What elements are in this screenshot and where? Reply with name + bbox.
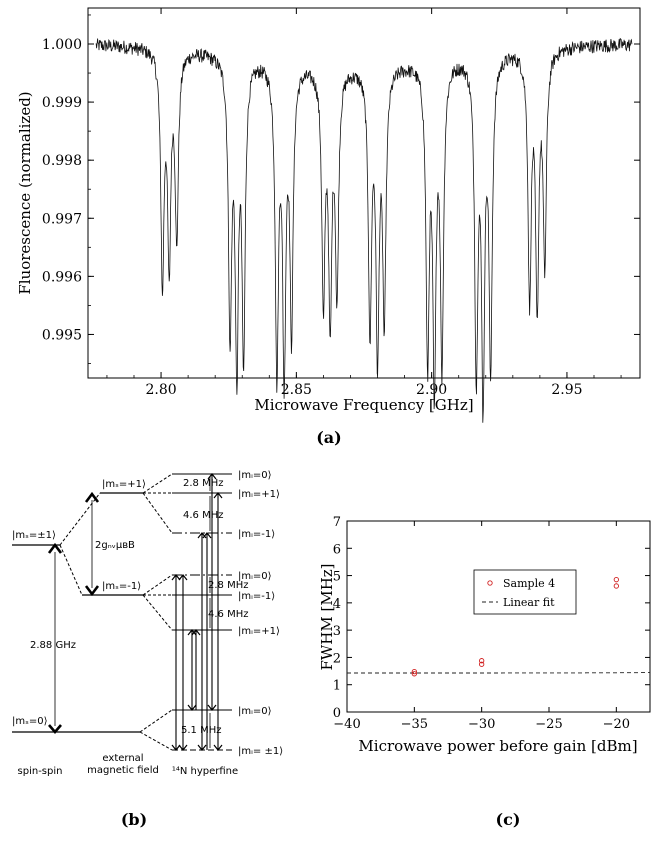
panel-c-label: (c) <box>496 810 521 829</box>
plot-a-ylabel: Fluorescence (normalized) <box>16 91 34 294</box>
sample-4-point <box>613 583 619 589</box>
y-tick-label: 3 <box>333 624 341 639</box>
panel-b-text: |mₛ=±1⟩ |mₛ=0⟩ |mₛ=+1⟩ |mₛ=-1⟩ 2.88 GHz … <box>12 470 283 829</box>
panel-a: 2.80 2.85 2.90 2.95 0.995 0.996 0.997 0.998 0.99… <box>16 7 641 447</box>
y-tick-label: 0.996 <box>42 269 82 285</box>
label-upper-p1: |mᵢ=+1⟩ <box>238 489 280 500</box>
plot-c-ticks: −40 −35 −30 −25 −20 0 1 2 3 4 5 6 7 <box>333 515 650 732</box>
label-ground-pm1: |mᵢ= ±1⟩ <box>238 746 283 757</box>
y-tick-label: 6 <box>333 542 341 557</box>
panel-a-label: (a) <box>316 428 342 447</box>
label-lower-p1: |mᵢ=+1⟩ <box>238 626 280 637</box>
sample-4-point <box>411 671 417 677</box>
zeeman-arrowheads <box>84 491 100 597</box>
y-tick-label: 2 <box>333 651 341 666</box>
label-upper-0: |mᵢ=0⟩ <box>238 470 272 481</box>
x-tick-label: −25 <box>535 717 562 732</box>
sample-4-point <box>479 661 485 667</box>
plot-a-ticks: 2.80 2.85 2.90 2.95 0.995 0.996 0.997 0.998 0.99… <box>42 8 640 398</box>
label-lower-0: |mᵢ=0⟩ <box>238 571 272 582</box>
label-ground: 5.1 MHz <box>181 725 221 736</box>
x-tick-label: 2.85 <box>281 382 312 398</box>
label-ground-0: |mᵢ=0⟩ <box>238 706 272 717</box>
y-tick-label: 0 <box>333 706 341 721</box>
label-upper-m1: |mᵢ=-1⟩ <box>238 529 275 540</box>
x-tick-label: −35 <box>401 717 428 732</box>
x-tick-label: 2.80 <box>145 382 176 398</box>
legend-label-sample4: Sample 4 <box>503 577 555 590</box>
plot-c-legend: Sample 4 Linear fit <box>473 569 577 615</box>
x-tick-label: −20 <box>603 717 630 732</box>
y-tick-label: 5 <box>333 570 341 585</box>
plot-a-xlabel: Microwave Frequency [GHz] <box>254 396 473 414</box>
x-tick-label: 2.95 <box>551 382 582 398</box>
legend-marker-sample4 <box>487 580 493 586</box>
label-zeeman: 2gₙᵥμʙB <box>95 540 135 551</box>
label-ms-m1: |mₛ=-1⟩ <box>102 581 141 592</box>
label-zero-field: 2.88 GHz <box>30 640 76 651</box>
y-tick-label: 0.995 <box>42 327 82 343</box>
label-upper-1: 2.8 MHz <box>183 478 223 489</box>
plot-c-ylabel: FWHM [MHz] <box>318 563 336 670</box>
plot-c-xlabel: Microwave power before gain [dBm] <box>358 737 637 755</box>
transition-arrowheads <box>171 473 223 751</box>
panel-b <box>12 473 232 751</box>
y-tick-label: 1.000 <box>42 37 82 53</box>
transition-lines <box>175 474 219 750</box>
label-ms-pm1: |mₛ=±1⟩ <box>12 530 56 541</box>
legend-label-fit: Linear fit <box>503 596 555 609</box>
label-lower-1: 2.8 MHz <box>208 580 248 591</box>
y-tick-label: 7 <box>333 515 341 530</box>
x-tick-label: −40 <box>333 717 360 732</box>
y-tick-label: 4 <box>333 597 341 612</box>
sample-4-points <box>411 577 619 677</box>
y-tick-label: 0.997 <box>42 211 82 227</box>
zero-field-arrowheads <box>47 542 63 734</box>
y-tick-label: 1 <box>333 679 341 694</box>
label-upper-2: 4.6 MHz <box>183 510 223 521</box>
sample-4-point <box>479 658 485 664</box>
label-ms-p1: |mₛ=+1⟩ <box>102 479 146 490</box>
fluorescence-line <box>95 37 633 423</box>
x-tick-label: 2.90 <box>416 382 447 398</box>
label-lower-m1: |mᵢ=-1⟩ <box>238 591 275 602</box>
zeeman-connectors <box>59 492 101 596</box>
label-lower-2: 4.6 MHz <box>208 609 248 620</box>
label-ms-0: |mₛ=0⟩ <box>12 716 48 727</box>
column-spin-spin: spin-spin <box>18 766 63 777</box>
plot-c-frame <box>346 520 651 713</box>
x-tick-label: −30 <box>468 717 495 732</box>
panel-b-label: (b) <box>121 810 147 829</box>
y-tick-label: 0.998 <box>42 153 82 169</box>
hyperfine-connectors <box>139 473 173 751</box>
y-tick-label: 0.999 <box>42 95 82 111</box>
panel-c: −40 −35 −30 −25 −20 0 1 2 3 4 5 6 7 Sample 4 Linear … <box>318 515 651 829</box>
column-hyperfine: ¹⁴N hyperfine <box>172 766 238 777</box>
sample-4-point <box>411 668 417 675</box>
sample-4-point <box>613 577 619 583</box>
legend-box <box>473 569 577 615</box>
plot-a-frame <box>87 7 641 379</box>
